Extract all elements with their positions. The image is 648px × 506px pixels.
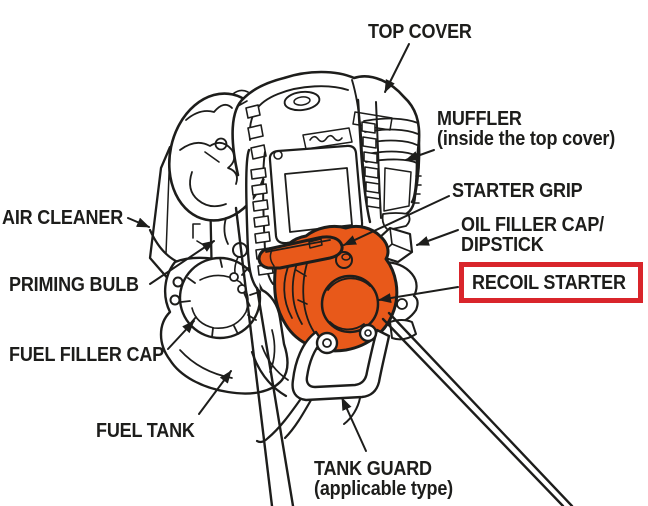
- arrow-fuel-tank: [198, 370, 232, 415]
- tank-guard-shape: [250, 323, 391, 444]
- arrow-recoil-starter: [378, 286, 459, 303]
- label-air-cleaner: AIR CLEANER: [2, 207, 124, 229]
- label-fuel-tank: FUEL TANK: [96, 420, 195, 442]
- label-priming-bulb: PRIMING BULB: [9, 274, 139, 296]
- label-fuel-filler-cap: FUEL FILLER CAP: [9, 344, 164, 366]
- leader-arrows: [127, 43, 459, 452]
- label-muffler: MUFFLER (inside the top cover): [437, 108, 616, 150]
- label-top-cover: TOP COVER: [368, 21, 472, 43]
- arrow-air-cleaner: [127, 217, 150, 228]
- label-oil-filler-cap-dipstick: OIL FILLER CAP/ DIPSTICK: [461, 214, 604, 256]
- arrow-oil-filler: [416, 229, 459, 246]
- arrow-fuel-filler-cap: [167, 320, 195, 350]
- label-starter-grip: STARTER GRIP: [452, 180, 583, 202]
- arrow-priming-bulb: [149, 240, 215, 285]
- starter-grip-shape: [257, 235, 344, 270]
- drive-shaft-lines: [234, 206, 574, 506]
- arrow-tank-guard: [341, 397, 367, 452]
- recoil-starter-callout-box: RECOIL STARTER: [459, 262, 643, 303]
- arrow-starter-grip: [343, 195, 450, 246]
- fuel-filler-cap-shape: [169, 256, 262, 340]
- label-recoil-starter: RECOIL STARTER: [472, 271, 626, 294]
- label-tank-guard: TANK GUARD (applicable type): [314, 458, 453, 500]
- arrow-muffler: [405, 149, 435, 161]
- arrow-top-cover: [384, 43, 410, 93]
